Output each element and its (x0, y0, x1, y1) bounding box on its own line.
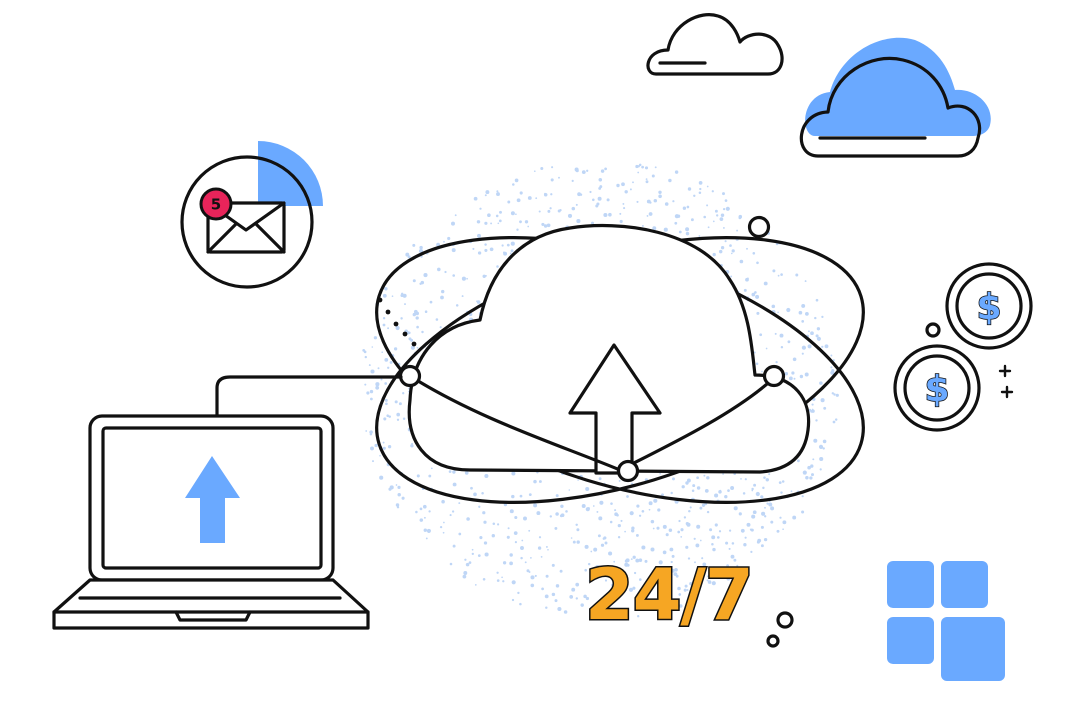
availability-label: 24/7 (585, 554, 753, 636)
grid-tiles-icon (887, 561, 1005, 681)
main-cloud-icon (407, 223, 811, 474)
dollar-coin-icon: $ (945, 262, 1033, 350)
notification-badge: 5 (199, 187, 233, 221)
laptop-icon (52, 414, 370, 630)
small-coin-dot (925, 322, 941, 338)
bubble-dot (766, 634, 780, 648)
laptop-upload-arrow-icon (185, 456, 240, 543)
node-top (747, 215, 771, 239)
svg-text:$: $ (976, 287, 1001, 328)
dollar-coin-icon: $ (893, 344, 981, 432)
bubble-dot (776, 611, 794, 629)
node-right (762, 364, 786, 388)
sparkle-plus-icon (998, 364, 1014, 399)
connector-line (215, 375, 403, 419)
svg-text:$: $ (924, 369, 949, 410)
node-bottom (616, 459, 640, 483)
mail-notification: 5 (180, 141, 323, 289)
dotted-accent (377, 297, 417, 347)
badge-count: 5 (211, 196, 221, 214)
node-left (398, 364, 422, 388)
blue-cloud-icon (799, 37, 991, 158)
small-cloud-icon (646, 13, 784, 76)
